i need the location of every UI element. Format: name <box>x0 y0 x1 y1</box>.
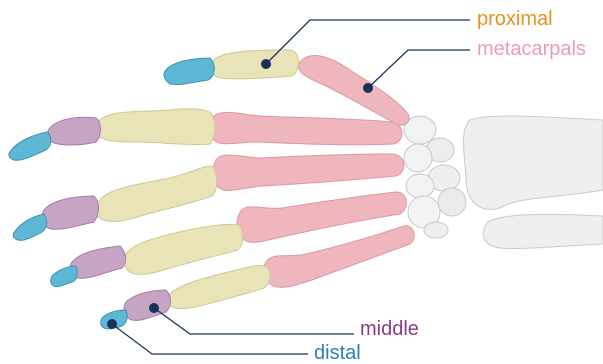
metacarpal-thumb <box>299 56 409 126</box>
carpal-bone <box>406 174 434 198</box>
distal-phalanx-middle <box>13 214 47 240</box>
middle-phalanx-index <box>47 117 100 145</box>
proximal-phalanx-ring <box>125 224 243 274</box>
carpal-bone <box>404 144 432 172</box>
label-metacarpals: metacarpals <box>477 38 586 60</box>
proximal-phalanx-index <box>95 109 215 145</box>
metacarpal-bones <box>209 56 414 288</box>
carpal-bones <box>404 116 466 238</box>
pointer-dot-middle <box>149 303 159 313</box>
label-distal: distal <box>314 342 361 364</box>
leader-line-distal <box>112 324 308 354</box>
middle-phalanx-little <box>124 290 171 320</box>
distal-phalanx-ring <box>51 266 78 287</box>
distal-phalanx-thumb <box>164 58 214 85</box>
label-middle: middle <box>360 318 419 340</box>
label-proximal: proximal <box>477 8 553 30</box>
distal-phalanx-index <box>9 132 51 160</box>
proximal-phalanx-little <box>167 265 270 308</box>
leader-line-middle <box>154 308 354 334</box>
carpal-bone <box>438 188 466 216</box>
forearm-bones <box>464 116 603 249</box>
pointer-dot-proximal <box>261 59 271 69</box>
middle-phalanx-middle <box>42 196 99 229</box>
proximal-phalanx-middle <box>95 166 217 221</box>
pointer-dot-distal <box>107 319 117 329</box>
leader-line-metacarpals <box>368 50 470 88</box>
metacarpal-index <box>209 112 402 144</box>
radius-bone <box>464 116 603 209</box>
middle-phalanx-ring <box>70 246 126 278</box>
pointer-dot-metacarpals <box>363 83 373 93</box>
metacarpal-middle <box>213 154 404 190</box>
carpal-bone <box>424 222 448 238</box>
proximal-phalanx-thumb <box>211 50 299 79</box>
ulna-bone <box>483 214 603 248</box>
